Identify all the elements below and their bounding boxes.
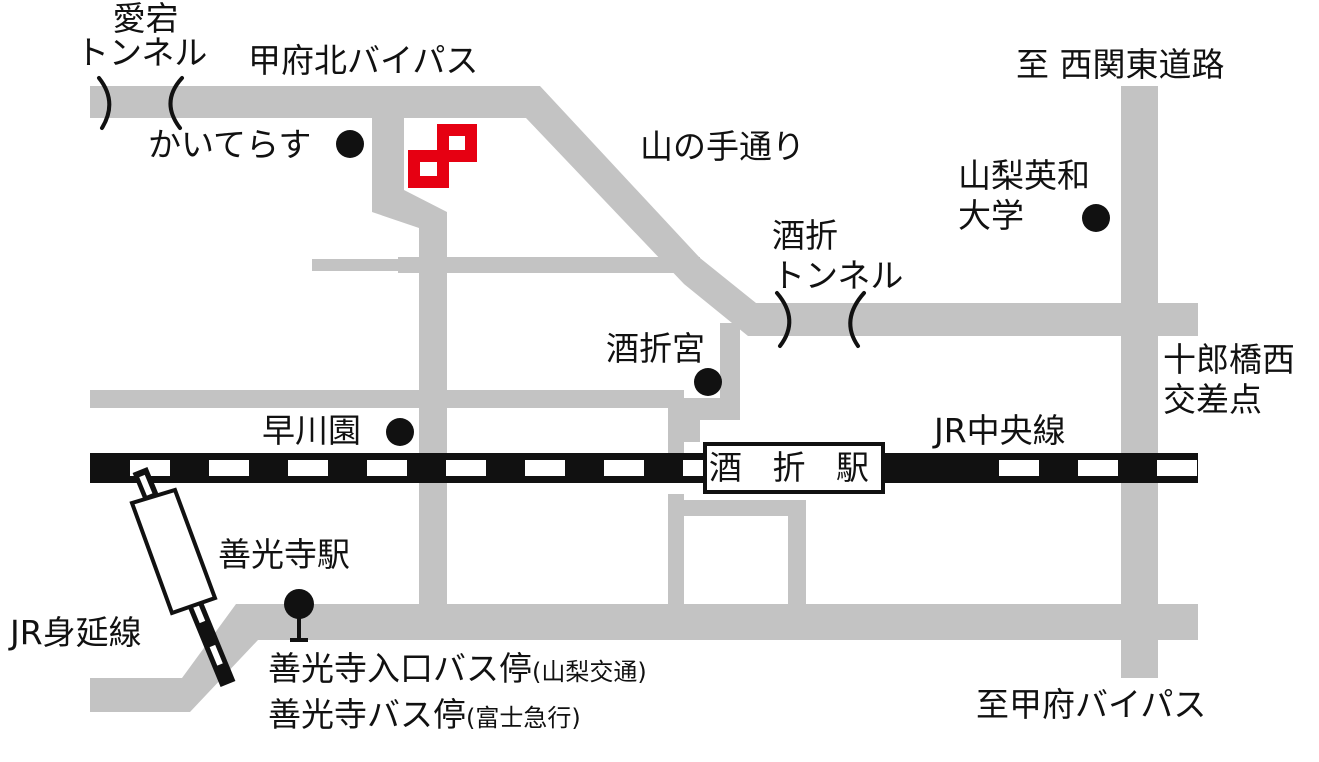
label-jr-chuo: JR中央線 (934, 411, 1066, 450)
sakaori-station-sign: 酒 折 駅 (703, 442, 885, 494)
roads (90, 86, 1198, 712)
label-sakaori-tunnel: 酒折 トンネル (772, 216, 903, 296)
road-south (90, 604, 1198, 712)
rail-tie (604, 460, 644, 476)
minobu-train (129, 487, 218, 616)
label-sakaori-tunnel-line2: トンネル (772, 256, 904, 295)
road-north-of-rail (90, 390, 684, 456)
rail-tie (1078, 460, 1118, 476)
label-bus-stop-1: 善光寺入口バス停(山梨交通) (268, 650, 647, 691)
tunnel-portal-icon (97, 76, 112, 130)
label-jr-minobu: JR身延線 (10, 613, 142, 652)
road-sakaori-shrine (668, 323, 740, 442)
label-sakaori-tunnel-line1: 酒折 (772, 216, 838, 255)
filled-circle-icon (694, 368, 722, 396)
manji-temple-icon (408, 124, 477, 188)
label-kofu-north-bypass: 甲府北バイパス (248, 41, 479, 80)
rail-tie (288, 460, 328, 476)
label-sakaori-shrine: 酒折宮 (606, 329, 705, 368)
label-to-kofu-bypass: 至甲府バイパス (976, 685, 1207, 724)
road-kofu-north-bypass (90, 86, 1198, 336)
rail-tie (209, 460, 249, 476)
rail-tie (525, 460, 565, 476)
label-yamanashi-eiwa: 山梨英和 大学 (958, 156, 1090, 236)
label-kaiterasu: かいてらす (148, 125, 312, 164)
label-jurobashi-nishi: 十郎橋西 交差点 (1163, 340, 1295, 420)
filled-circle-icon (336, 130, 364, 158)
label-hayakawaen: 早川園 (262, 411, 361, 450)
rail-tie (367, 460, 407, 476)
label-zenkoji-station: 善光寺駅 (218, 535, 350, 574)
road-thin (398, 257, 700, 273)
tunnel-portal-icon (848, 291, 866, 348)
bus-stop-marker (290, 604, 308, 642)
label-atago-tunnel-line2: トンネル (76, 33, 208, 72)
jr-chuo-line (90, 453, 1198, 483)
road-temple-access (372, 118, 447, 610)
tunnel-portal-icon (168, 76, 184, 130)
landmark-dots (284, 130, 1110, 619)
label-bus-stop-1-name: 善光寺入口バス停 (268, 649, 532, 688)
label-bus-stop-2: 善光寺バス停(富士急行) (268, 696, 581, 737)
label-atago-tunnel: 愛宕 トンネル (76, 2, 207, 70)
label-yamanashi-eiwa-line1: 山梨英和 (958, 156, 1090, 195)
label-atago-tunnel-line1: 愛宕 (112, 0, 179, 38)
rail-tie (446, 460, 486, 476)
label-bus-stop-2-name: 善光寺バス停 (268, 695, 466, 734)
road-thin-west (312, 259, 402, 271)
tunnel-portals (97, 76, 866, 348)
label-bus-stop-2-operator: (富士急行) (466, 704, 581, 732)
label-bus-stop-1-operator: (山梨交通) (532, 658, 647, 686)
road-to-nishikanto (1121, 86, 1158, 678)
rail-tie (1157, 460, 1197, 476)
rail-tie (999, 460, 1039, 476)
label-jurobashi-nishi-line2: 交差点 (1163, 380, 1262, 419)
road-south-of-station (668, 494, 806, 604)
jr-minobu-line (129, 466, 236, 688)
label-jurobashi-nishi-line1: 十郎橋西 (1163, 340, 1295, 379)
filled-circle-icon (1082, 204, 1110, 232)
filled-circle-icon (386, 418, 414, 446)
label-to-nishikanto: 至 西関東道路 (1016, 45, 1225, 84)
tunnel-portal-icon (775, 291, 792, 348)
label-yamanashi-eiwa-line2: 大学 (958, 196, 1024, 235)
label-yamanote-dori: 山の手通り (640, 127, 805, 166)
